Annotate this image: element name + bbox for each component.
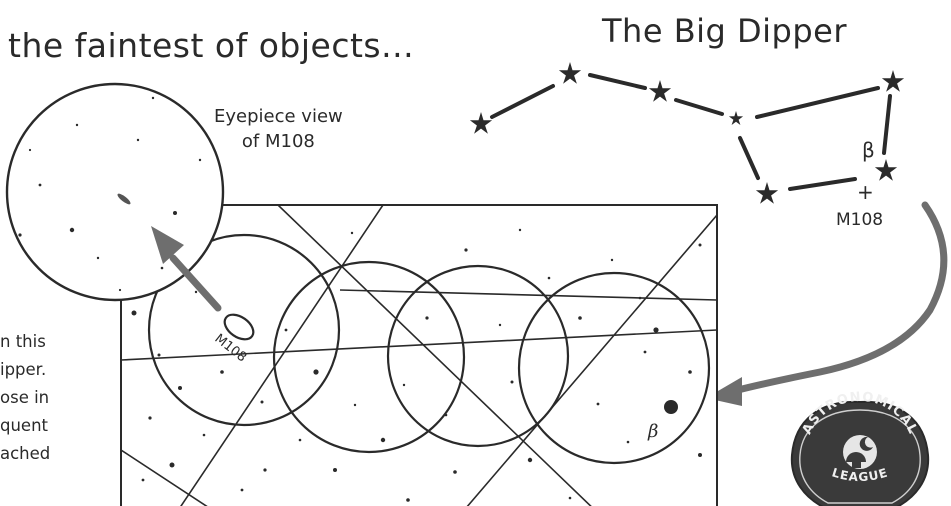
side-text-line: n this xyxy=(0,332,46,351)
eyepiece-view-label: Eyepiece view of M108 xyxy=(214,104,343,154)
cropped-side-text: n this ipper. ose in quent ached xyxy=(0,328,50,468)
star-icon xyxy=(728,111,744,125)
star-icon xyxy=(755,182,779,204)
eyepiece-label-line-1: Eyepiece view xyxy=(214,106,343,127)
star-icon xyxy=(558,62,582,84)
finder-chart: M108 β xyxy=(120,204,718,506)
m108-eyepiece-smudge xyxy=(117,193,131,205)
dipper-m108-label: M108 xyxy=(836,210,883,230)
chart-to-eyepiece-arrowhead xyxy=(151,226,184,264)
side-text-line: ose in xyxy=(0,388,50,407)
badge-text-bottom: LEAGUE xyxy=(830,465,890,484)
chart-to-eyepiece-arrow xyxy=(169,254,222,312)
side-text-line: ipper. xyxy=(0,360,47,379)
side-text-line: ached xyxy=(0,444,51,463)
star-icon xyxy=(648,80,672,102)
astronomical-league-logo: ASTRONOMICAL LEAGUE xyxy=(790,390,930,506)
big-dipper-title: The Big Dipper xyxy=(602,12,848,50)
side-text-line: quent xyxy=(0,416,49,435)
eyepiece-label-line-2: of M108 xyxy=(241,131,315,152)
star-icon xyxy=(469,112,493,134)
big-dipper-lines xyxy=(490,73,892,191)
star-icon xyxy=(874,159,898,181)
star-icon xyxy=(881,70,905,92)
big-dipper-stars xyxy=(469,62,905,204)
chart-beta-label: β xyxy=(647,421,658,442)
eyepiece-view-circle xyxy=(5,82,225,302)
page-heading: the faintest of objects... xyxy=(8,26,415,65)
finder-field-circle xyxy=(517,271,711,465)
chart-beta-star xyxy=(664,400,678,414)
finder-field-circle xyxy=(272,260,466,454)
dipper-plus-marker: + xyxy=(857,180,874,204)
m108-galaxy-marker xyxy=(223,313,255,341)
finder-field-circle xyxy=(386,264,570,448)
dipper-to-chart-arrow xyxy=(734,201,948,394)
dipper-beta-label: β xyxy=(862,138,875,162)
eyepiece-view xyxy=(5,82,225,302)
finder-field-circle xyxy=(147,233,341,427)
